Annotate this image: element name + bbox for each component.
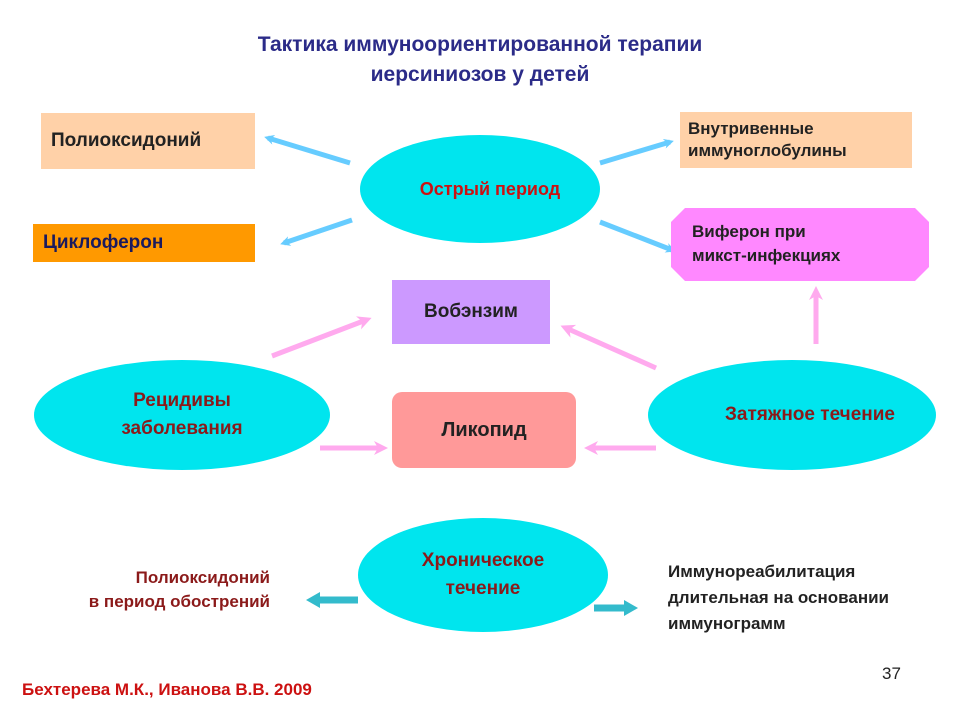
cycloferon-label: Циклоферон xyxy=(43,232,164,253)
immunorehabilitation-line3: иммунограмм xyxy=(668,614,786,633)
iv-immunoglobulins-line2: иммуноглобулины xyxy=(688,141,847,160)
arrow-acute-to-ivig xyxy=(599,138,674,166)
immunorehabilitation-text: Иммунореабилитация длительная на основан… xyxy=(668,559,889,637)
chronic-course-line2: течение xyxy=(445,578,521,599)
polyoxidonium-box: Полиоксидоний xyxy=(41,113,255,169)
arrow-acute-to-polyoxidonium xyxy=(264,134,351,166)
viferon-octagon xyxy=(671,208,929,281)
viferon-text: Виферон при микст-инфекциях xyxy=(692,220,840,268)
footer-authors: Бехтерева М.К., Иванова В.В. 2009 xyxy=(22,680,312,699)
viferon-line2: микст-инфекциях xyxy=(692,246,841,265)
page-number: 37 xyxy=(882,664,901,683)
viferon-line1: Виферон при xyxy=(692,222,806,241)
chronic-course-line1: Хроническое xyxy=(421,550,545,571)
polyoxidonium-exacerbation-line2: в период обострений xyxy=(88,592,270,611)
relapses-line2: заболевания xyxy=(121,418,243,439)
chronic-course-ellipse: Хроническое течение xyxy=(358,518,608,632)
wobenzym-box: Вобэнзим xyxy=(392,280,550,344)
slide-title-line1: Тактика иммуноориентированной терапии xyxy=(257,33,703,56)
polyoxidonium-exacerbation-line1: Полиоксидоний xyxy=(135,568,270,587)
cycloferon-box: Циклоферон xyxy=(33,224,255,262)
arrow-acute-to-cycloferon xyxy=(280,217,353,246)
polyoxidonium-label: Полиоксидоний xyxy=(51,130,202,151)
likopid-label: Ликопид xyxy=(441,418,527,441)
acute-period-label: Острый период xyxy=(419,178,561,199)
iv-immunoglobulins-line1: Внутривенные xyxy=(688,119,814,138)
acute-period-ellipse: Острый период xyxy=(360,135,600,243)
iv-immunoglobulins-box: Внутривенные иммуноглобулины xyxy=(680,112,912,168)
arrow-acute-to-viferon xyxy=(599,219,676,253)
wobenzym-label: Вобэнзим xyxy=(424,301,518,322)
likopid-box: Ликопид xyxy=(392,392,576,468)
protracted-course-ellipse: Затяжное течение xyxy=(648,360,936,470)
slide-title-line2: иерсиниозов у детей xyxy=(370,63,590,86)
polyoxidonium-exacerbation-text: Полиоксидоний в период обострений xyxy=(40,566,270,614)
relapses-ellipse: Рецидивы заболевания xyxy=(34,360,330,470)
relapses-line1: Рецидивы xyxy=(133,390,231,411)
immunorehabilitation-line2: длительная на основании xyxy=(668,588,889,607)
slide-title: Тактика иммуноориентированной терапии ие… xyxy=(0,30,960,90)
arrow-relapses-to-wobenzym xyxy=(271,316,372,359)
immunorehabilitation-line1: Иммунореабилитация xyxy=(668,562,856,581)
arrow-protracted-to-wobenzym xyxy=(560,324,658,371)
protracted-course-label: Затяжное течение xyxy=(725,404,895,425)
